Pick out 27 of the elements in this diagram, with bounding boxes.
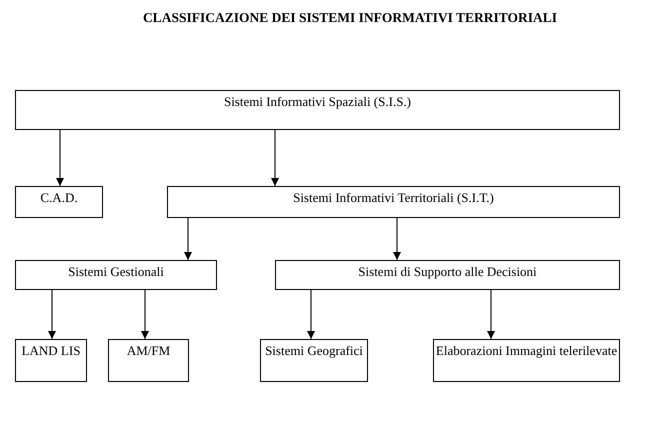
category-box	[167, 186, 620, 218]
box-label: Sistemi di Supporto alle Decisioni	[357, 264, 538, 280]
arrow	[487, 290, 495, 340]
category-box	[275, 260, 620, 290]
category-box	[260, 339, 368, 382]
box-label: Sistemi Gestionali	[67, 264, 165, 280]
box-label: Elaborazioni Immagini telerilevate	[434, 343, 618, 359]
box-label: AM/FM	[126, 343, 172, 359]
diagram-title: CLASSIFICAZIONE DEI SISTEMI INFORMATIVI TERRITORIALI	[142, 10, 558, 26]
arrow	[393, 218, 401, 260]
box-label: C.A.D.	[39, 190, 79, 206]
category-box	[15, 260, 217, 290]
arrow	[184, 218, 192, 260]
box-label: LAND LIS	[20, 343, 82, 359]
arrow	[271, 130, 279, 186]
box-label: Sistemi Informativi Spaziali (S.I.S.)	[222, 94, 412, 110]
category-box	[15, 90, 620, 130]
arrow	[56, 130, 64, 186]
box-label: Sistemi Informativi Territoriali (S.I.T.)	[292, 190, 495, 206]
arrow	[141, 290, 149, 340]
category-box	[15, 186, 103, 218]
box-label: Sistemi Geografici	[264, 343, 364, 359]
category-box	[433, 339, 620, 382]
category-box	[15, 339, 87, 382]
arrow	[307, 290, 315, 340]
arrow	[48, 290, 56, 340]
category-box	[108, 339, 189, 382]
